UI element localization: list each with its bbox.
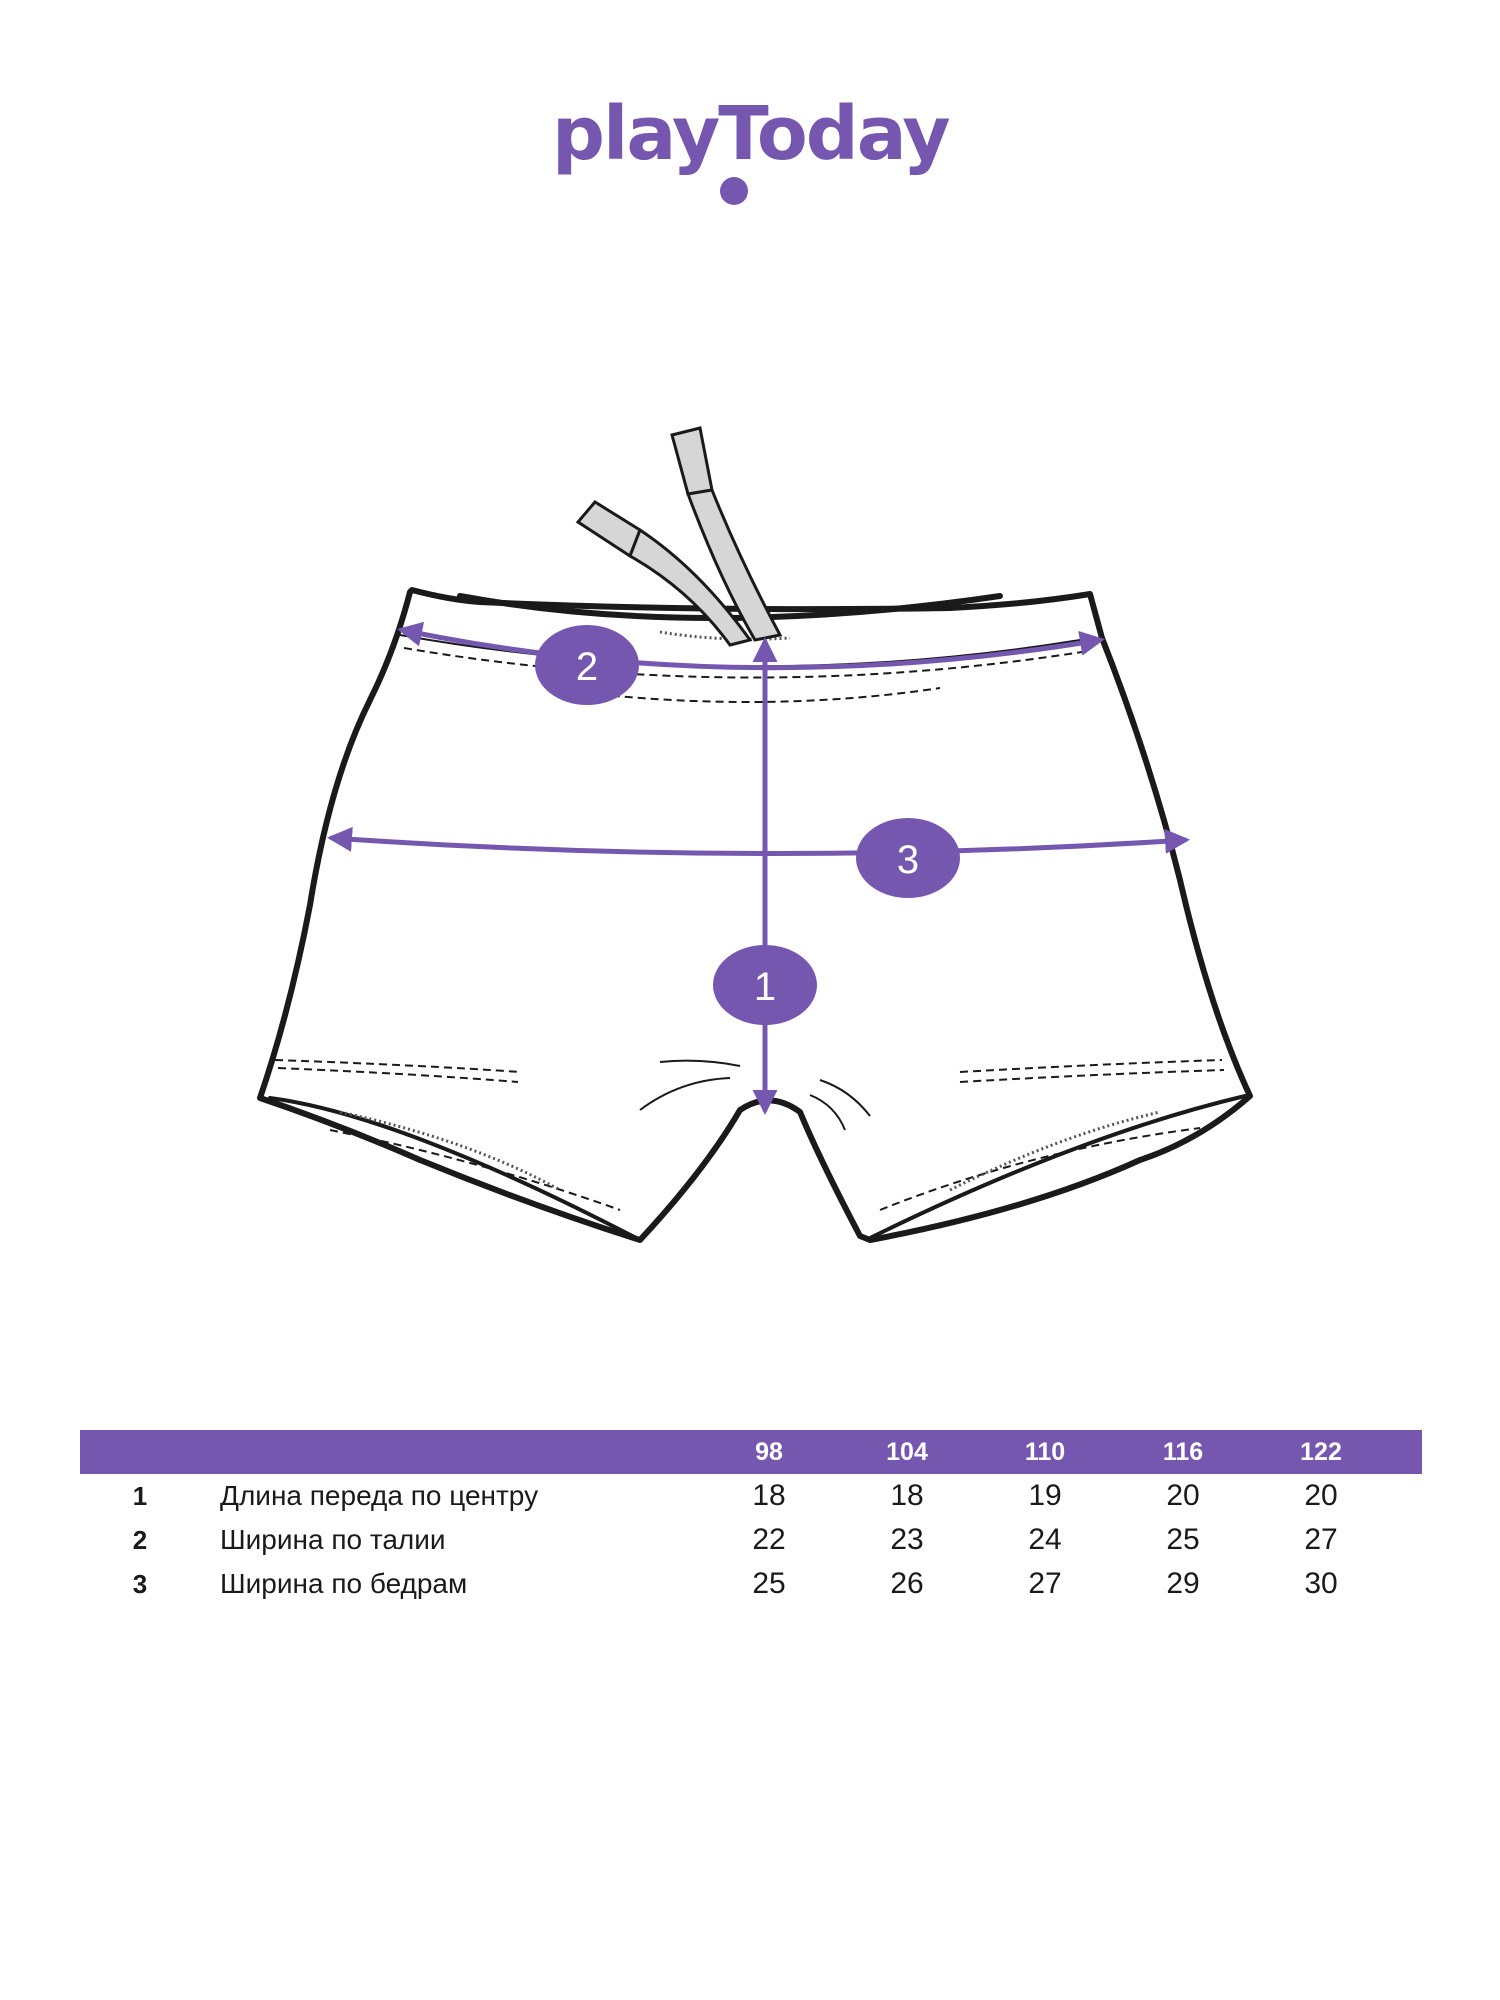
shorts-measurement-diagram: 2 3 1 — [257, 426, 1253, 1243]
crotch-folds — [639, 1059, 871, 1131]
row-label: Ширина по бедрам — [220, 1568, 468, 1599]
stitch-lines — [274, 647, 1225, 1211]
row-value: 18 — [752, 1479, 786, 1512]
brand-logo-text: playToday — [552, 91, 951, 177]
measure-line-2 — [397, 621, 1105, 671]
size-header: 110 — [1024, 1437, 1066, 1466]
row-value: 27 — [1028, 1567, 1062, 1600]
marker-2: 2 — [535, 625, 639, 705]
size-header: 98 — [755, 1437, 783, 1466]
marker-1: 1 — [713, 945, 817, 1025]
size-table-header: 98 104 110 116 122 — [80, 1430, 1422, 1474]
brand-logo-dot — [720, 177, 748, 205]
row-value: 30 — [1304, 1567, 1338, 1600]
row-value: 25 — [1166, 1523, 1200, 1556]
row-value: 20 — [1304, 1479, 1338, 1512]
measure-line-3 — [327, 826, 1190, 857]
row-value: 20 — [1166, 1479, 1200, 1512]
marker-3: 3 — [856, 818, 960, 898]
row-value: 22 — [752, 1523, 786, 1556]
row-label: Длина переда по центру — [220, 1480, 539, 1511]
table-row: 1 Длина переда по центру 18 18 19 20 20 — [80, 1474, 1422, 1518]
row-value: 24 — [1028, 1523, 1062, 1556]
row-number: 2 — [132, 1524, 148, 1555]
marker-1-label: 1 — [754, 965, 776, 1009]
table-row: 3 Ширина по бедрам 25 26 27 29 30 — [80, 1562, 1422, 1606]
size-table: 98 104 110 116 122 1 Длина переда по цен… — [80, 1430, 1422, 1606]
row-value: 29 — [1166, 1567, 1200, 1600]
row-number: 3 — [132, 1568, 148, 1599]
row-value: 18 — [890, 1479, 924, 1512]
row-value: 27 — [1304, 1523, 1338, 1556]
row-value: 25 — [752, 1567, 786, 1600]
brand-logo: playToday — [500, 91, 1000, 225]
row-value: 26 — [890, 1567, 924, 1600]
size-header: 104 — [886, 1437, 928, 1466]
size-header: 116 — [1162, 1437, 1204, 1466]
row-value: 19 — [1028, 1479, 1062, 1512]
row-number: 1 — [132, 1480, 148, 1511]
marker-2-label: 2 — [576, 645, 598, 689]
drawstring — [575, 426, 783, 647]
size-header: 122 — [1300, 1437, 1342, 1466]
table-row: 2 Ширина по талии 22 23 24 25 27 — [80, 1518, 1422, 1562]
marker-3-label: 3 — [897, 838, 919, 882]
shorts-outline — [257, 587, 1253, 1243]
row-label: Ширина по талии — [220, 1524, 446, 1555]
row-value: 23 — [890, 1523, 924, 1556]
